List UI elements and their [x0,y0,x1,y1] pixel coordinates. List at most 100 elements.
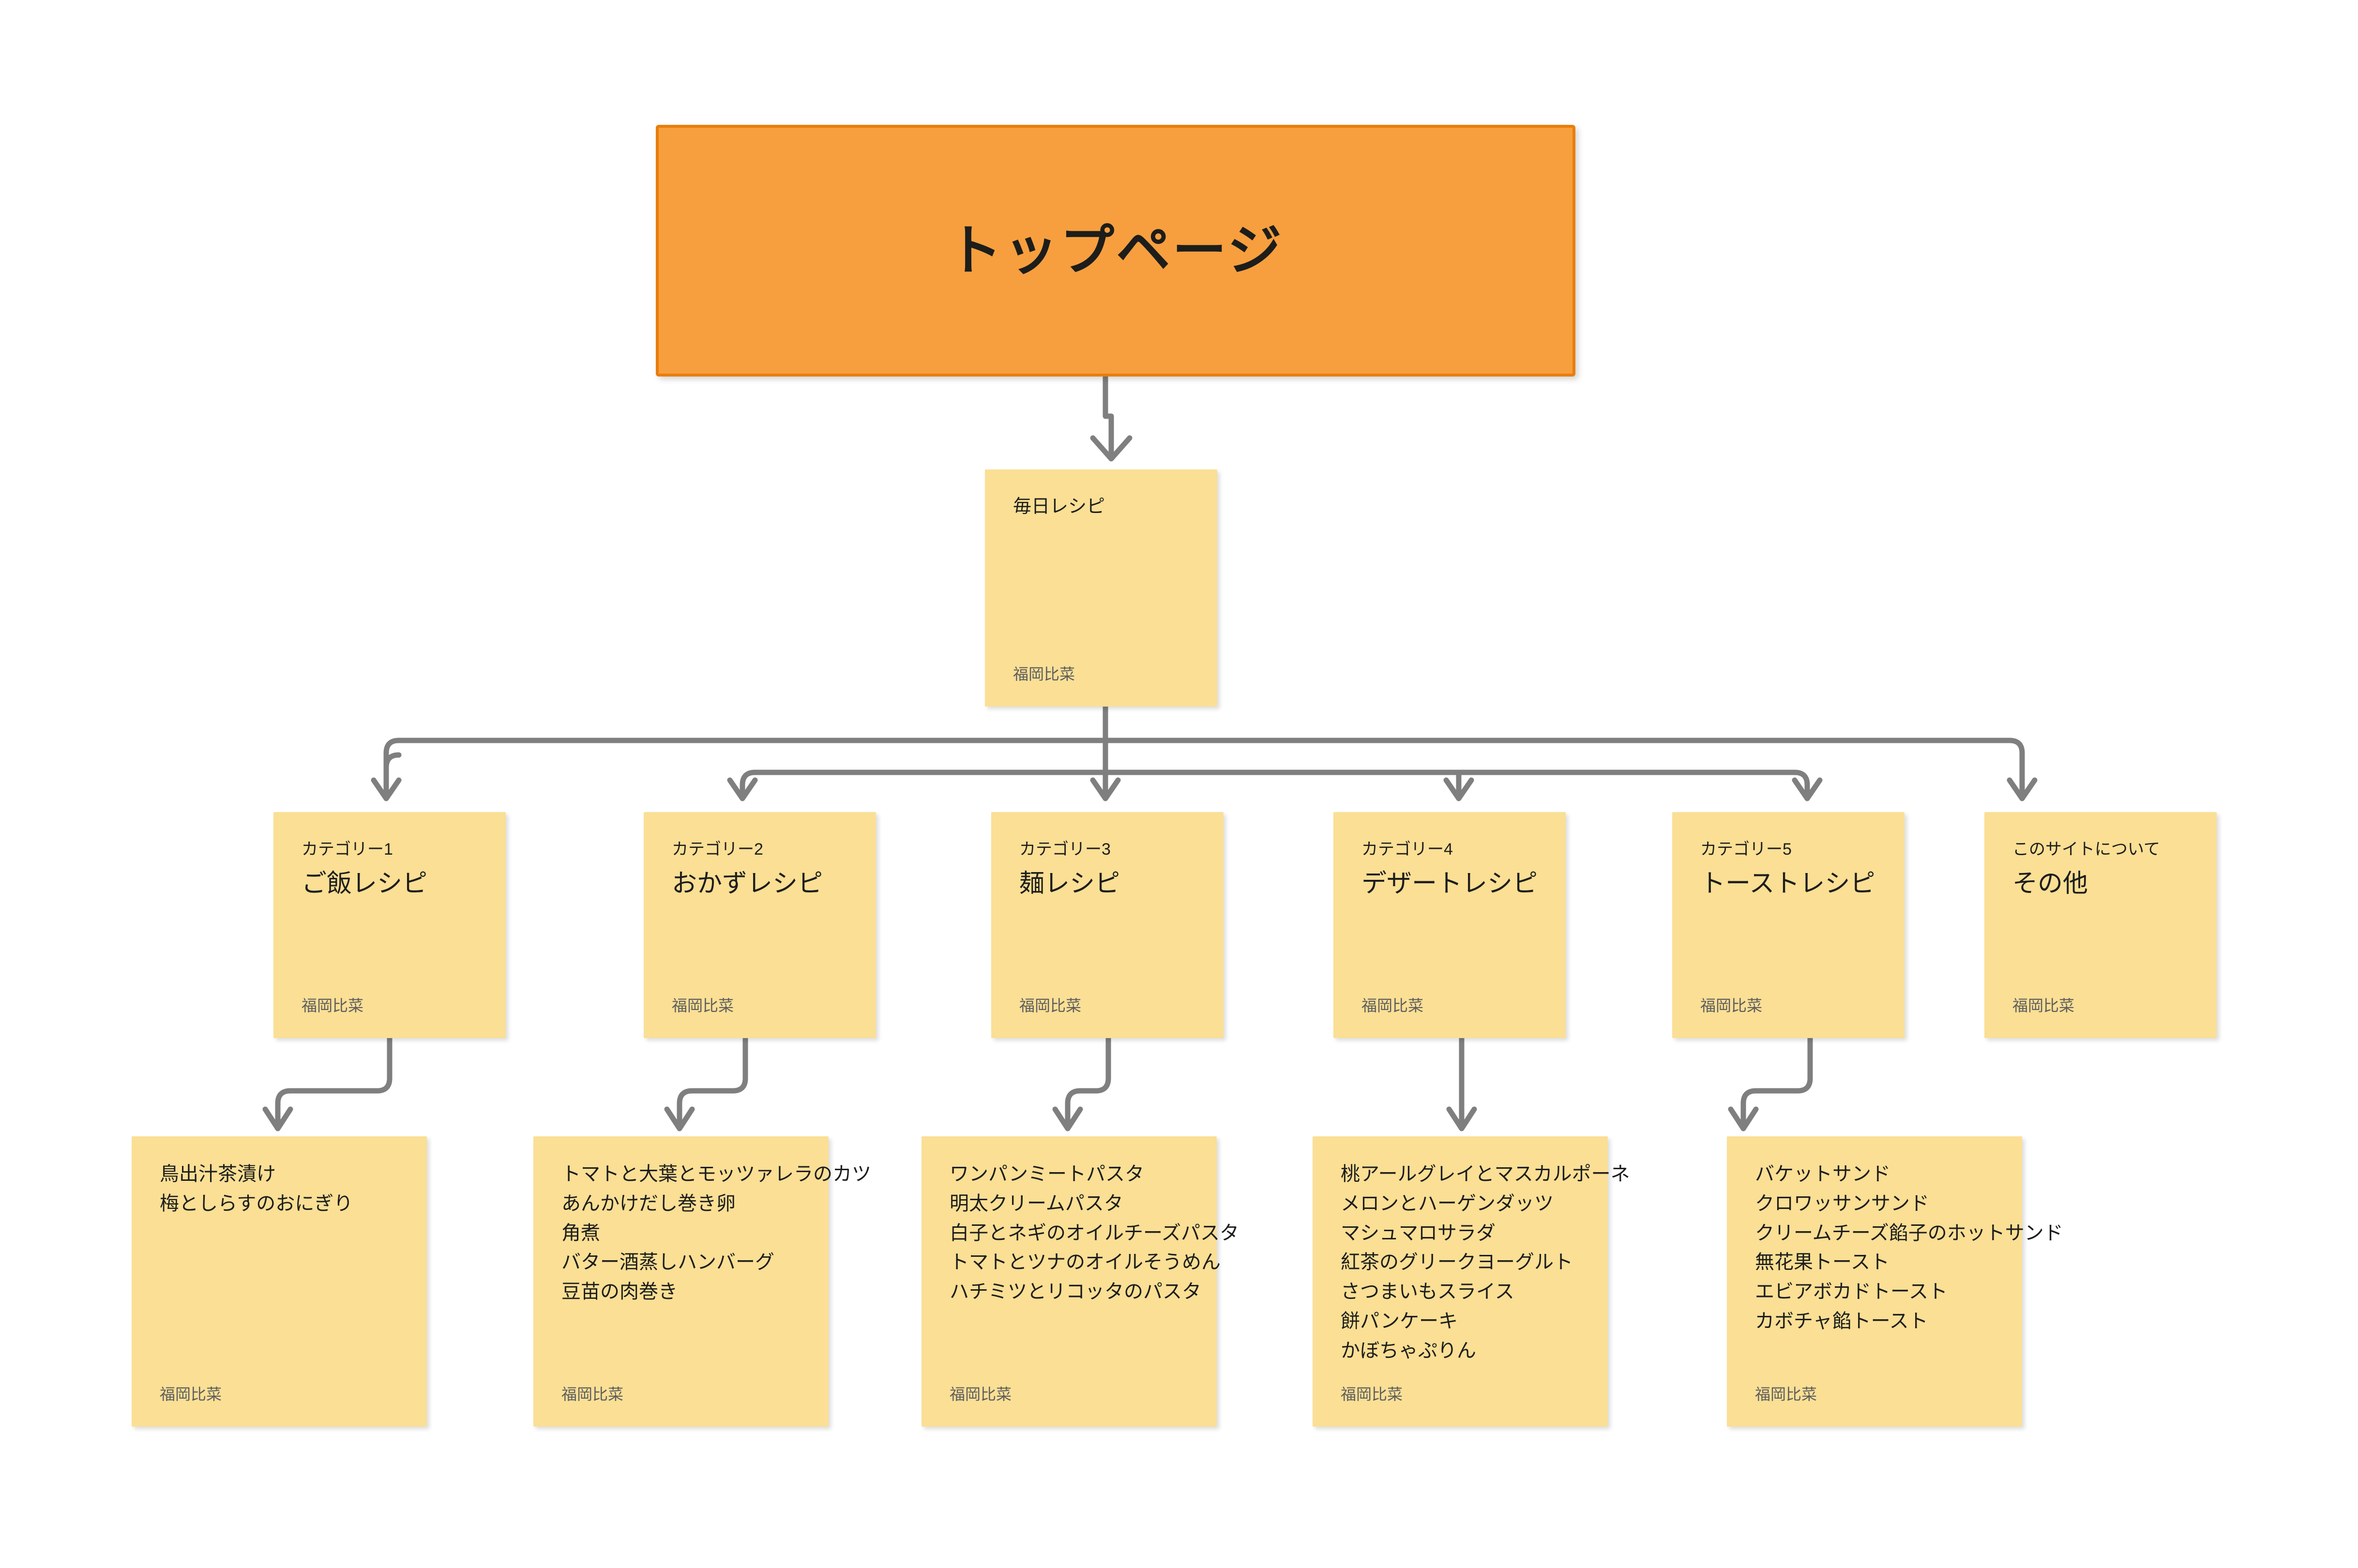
node-spacer [1755,1336,1994,1384]
arrowhead-cat6 [2007,777,2038,801]
connector-cat2-leaf2 [677,1035,748,1126]
leaf-item-list: ワンパンミートパスタ 明太クリームパスタ 白子とネギのオイルチーズパスタ トマト… [950,1160,1239,1307]
node-footer: 福岡比菜 [1361,997,1424,1015]
arrowhead-cat2 [727,777,758,801]
list-item: トマトと大葉とモッツァレラのカツ [561,1163,871,1185]
list-item: メロンとハーゲンダッツ [1341,1192,1554,1214]
node-footer: 福岡比菜 [1700,997,1763,1015]
node-leaf-rice[interactable]: 鳥出汁茶漬け 梅としらすのおにぎり 福岡比菜 [132,1136,427,1427]
list-item: ハチミツとリコッタのパスタ [950,1281,1201,1303]
node-footer: 福岡比菜 [2012,997,2075,1015]
list-item: クロワッサンサンド [1755,1192,1929,1214]
node-spacer [561,1307,801,1384]
node-kicker: カテゴリー5 [1700,840,1792,859]
list-item: 角煮 [561,1222,600,1244]
arrowhead-daily [1090,435,1133,462]
list-item: カボチャ餡トースト [1755,1310,1928,1332]
connector-root-to-daily [1103,375,1114,455]
arrowhead-cat3 [1090,777,1121,801]
list-item: バケットサンド [1755,1163,1890,1185]
list-item: ワンパンミートパスタ [950,1163,1144,1185]
node-category-5[interactable]: カテゴリー5 トーストレシピ 福岡比菜 [1672,812,1905,1038]
list-item: 白子とネギのオイルチーズパスタ [950,1222,1239,1244]
node-category-1[interactable]: カテゴリー1 ご飯レシピ 福岡比菜 [273,812,506,1038]
leaf-item-list: 桃アールグレイとマスカルポーネ メロンとハーゲンダッツ マシュマロサラダ 紅茶の… [1341,1160,1630,1366]
list-item: あんかけだし巻き卵 [561,1192,736,1214]
node-footer: 福岡比菜 [1341,1386,1403,1403]
leaf-item-list: 鳥出汁茶漬け 梅としらすのおにぎり [160,1160,399,1219]
node-spacer [950,1307,1189,1384]
node-title: その他 [2012,870,2088,898]
arrowhead-leaf4 [1446,1106,1477,1131]
node-spacer [2012,901,2189,995]
arrowhead-leaf1 [262,1106,293,1131]
list-item: トマトとツナのオイルそうめん [950,1251,1221,1273]
node-category-4[interactable]: カテゴリー4 デザートレシピ 福岡比菜 [1333,812,1566,1038]
node-kicker: カテゴリー1 [302,840,393,859]
list-item: マシュマロサラダ [1341,1222,1496,1244]
node-daily-recipe[interactable]: 毎日レシピ 福岡比菜 [985,469,1217,707]
connector-cat3-leaf3 [1065,1035,1111,1126]
node-leaf-dessert[interactable]: 桃アールグレイとマスカルポーネ メロンとハーゲンダッツ マシュマロサラダ 紅茶の… [1313,1136,1630,1427]
node-footer: 福岡比菜 [160,1386,222,1403]
leaf-item-list: トマトと大葉とモッツァレラのカツ あんかけだし巻き卵 角煮 バター酒蒸しハンバー… [561,1160,871,1307]
list-item: エビアボカドトースト [1755,1281,1948,1303]
list-item: 餅パンケーキ [1341,1310,1458,1332]
node-kicker: カテゴリー4 [1361,840,1453,859]
bus-upper-right-elbow [2007,738,2025,794]
list-item: さつまいもスライス [1341,1281,1514,1303]
arrowhead-leaf5 [1728,1106,1759,1131]
node-footer: 福岡比菜 [1019,997,1082,1015]
leaf-item-list: バケットサンド クロワッサンサンド クリームチーズ餡子のホットサンド 無花果トー… [1755,1160,2063,1336]
node-about-site[interactable]: このサイトについて その他 福岡比菜 [1984,812,2217,1038]
node-spacer [672,901,848,995]
node-kicker: カテゴリー3 [1019,840,1111,859]
list-item: 梅としらすのおにぎり [160,1192,353,1214]
arrowhead-leaf2 [664,1106,695,1131]
list-item: クリームチーズ餡子のホットサンド [1755,1222,2063,1244]
node-title: デザートレシピ [1361,870,1538,898]
node-spacer [1019,901,1195,995]
node-title: トップページ [948,220,1284,281]
bus-upper-left-elbow [383,738,402,794]
node-leaf-toast[interactable]: バケットサンド クロワッサンサンド クリームチーズ餡子のホットサンド 無花果トー… [1727,1136,2063,1427]
list-item: かぼちゃぷりん [1341,1340,1476,1361]
list-item: 無花果トースト [1755,1251,1889,1273]
list-item: 明太クリームパスタ [950,1192,1123,1214]
node-footer: 福岡比菜 [561,1386,624,1403]
arrowhead-cat1 [371,777,402,801]
node-title: 毎日レシピ [1013,497,1105,517]
connector-cat5-leaf5 [1740,1035,1813,1126]
list-item: 桃アールグレイとマスカルポーネ [1341,1163,1630,1185]
node-title: ご飯レシピ [302,870,428,898]
node-title: トーストレシピ [1700,870,1875,898]
drop-cat2 [740,769,758,794]
node-footer: 福岡比菜 [950,1386,1012,1403]
node-footer: 福岡比菜 [672,997,734,1015]
list-item: 鳥出汁茶漬け [160,1163,276,1185]
list-item: 豆苗の肉巻き [561,1281,678,1303]
list-item: バター酒蒸しハンバーグ [561,1251,774,1273]
drop-cat5 [1792,769,1810,794]
node-category-2[interactable]: カテゴリー2 おかずレシピ 福岡比菜 [644,812,876,1038]
node-footer: 福岡比菜 [1755,1386,1817,1403]
connector-cat1-leaf1 [275,1035,393,1126]
node-spacer [302,901,478,995]
node-title: おかずレシピ [672,870,823,898]
node-spacer [1361,901,1538,995]
node-spacer [1341,1366,1580,1384]
node-spacer [1013,519,1189,663]
node-title: 麺レシピ [1019,870,1120,898]
node-leaf-noodle[interactable]: ワンパンミートパスタ 明太クリームパスタ 白子とネギのオイルチーズパスタ トマト… [922,1136,1239,1427]
node-kicker: カテゴリー2 [672,840,763,859]
arrowhead-leaf3 [1052,1106,1083,1131]
bus-upper [383,752,402,797]
node-footer: 福岡比菜 [302,997,364,1015]
node-top-page[interactable]: トップページ [656,125,1575,377]
node-leaf-side-dish[interactable]: トマトと大葉とモッツァレラのカツ あんかけだし巻き卵 角煮 バター酒蒸しハンバー… [533,1136,871,1427]
node-category-3[interactable]: カテゴリー3 麺レシピ 福岡比菜 [991,812,1224,1038]
node-spacer [1700,901,1876,995]
node-footer: 福岡比菜 [1013,665,1075,683]
node-kicker: このサイトについて [2012,840,2160,859]
